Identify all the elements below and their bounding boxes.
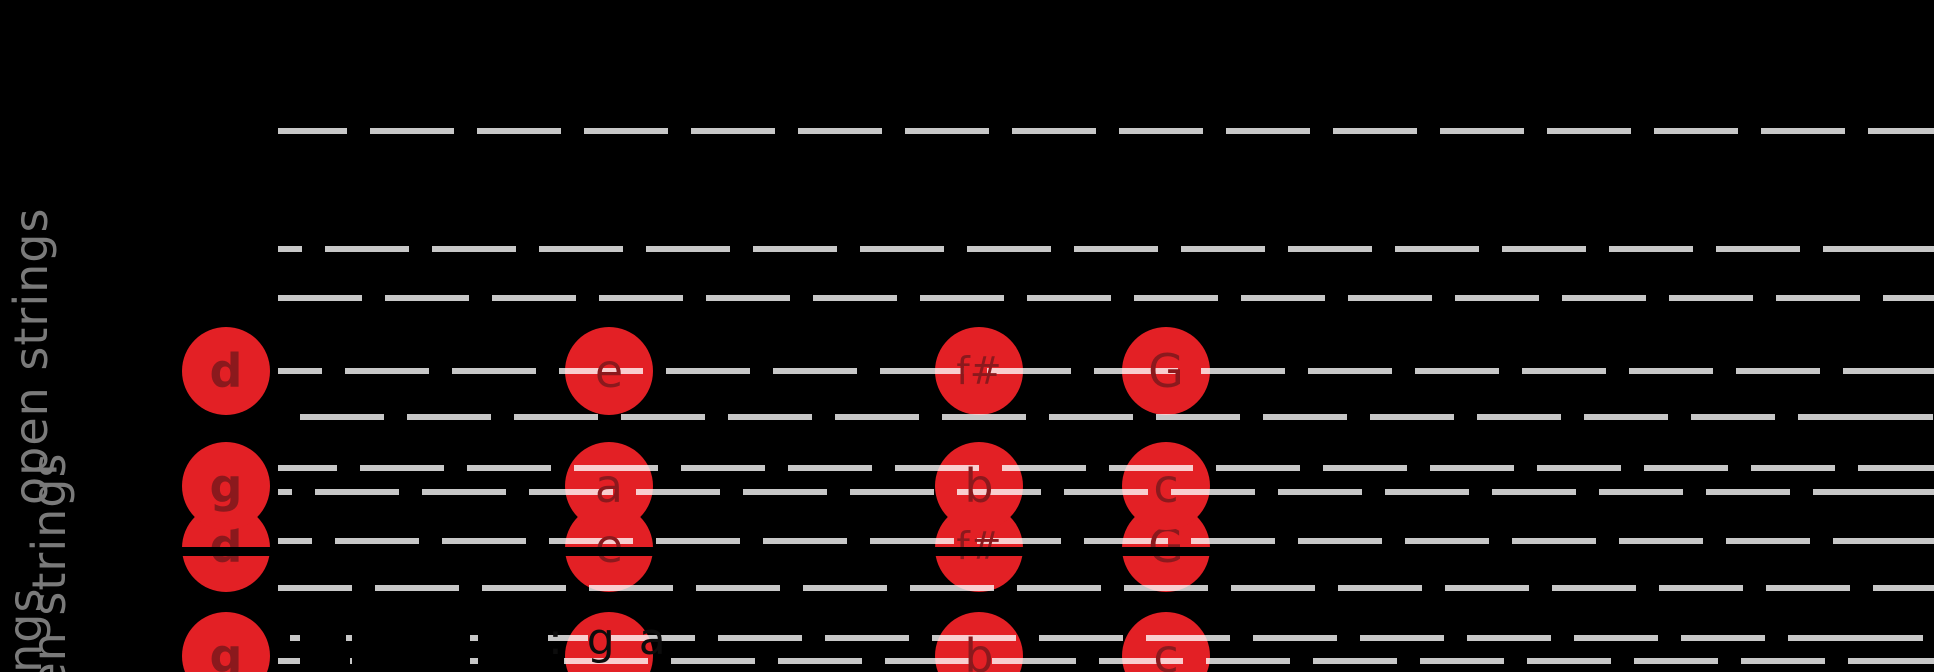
string-line bbox=[278, 295, 1934, 301]
note-letter: e bbox=[594, 344, 624, 398]
note-letter: b bbox=[964, 459, 994, 513]
string-line bbox=[278, 538, 1934, 544]
note-letter: c bbox=[1153, 629, 1179, 672]
note-circle bbox=[565, 442, 653, 530]
string-line bbox=[278, 635, 1934, 641]
note-letter: f# bbox=[956, 524, 1002, 568]
caption-text: : g a bbox=[548, 614, 671, 665]
string-line bbox=[278, 658, 1934, 664]
caption-cropped-text-blob bbox=[300, 626, 346, 666]
string-line bbox=[278, 368, 1934, 374]
note-letter: a bbox=[594, 459, 624, 513]
note-letter: d bbox=[209, 344, 243, 398]
note-letter: b bbox=[964, 629, 994, 672]
note-circle bbox=[935, 442, 1023, 530]
caption-cropped-text-blob bbox=[478, 626, 548, 666]
string-line bbox=[278, 465, 1934, 471]
string-line bbox=[278, 414, 1934, 420]
note-letter: g bbox=[209, 459, 243, 513]
string-line bbox=[278, 128, 1934, 134]
note-letter: c bbox=[1153, 459, 1179, 513]
black-stripe-artifact bbox=[168, 547, 1230, 556]
note-circle bbox=[182, 327, 270, 415]
note-circle bbox=[1122, 442, 1210, 530]
string-line bbox=[278, 246, 1934, 252]
note-letter: e bbox=[594, 519, 624, 573]
note-letter: d bbox=[209, 519, 243, 573]
note-letter: g bbox=[209, 629, 243, 672]
note-letter: G bbox=[1148, 519, 1184, 573]
string-line bbox=[278, 489, 1934, 495]
note-letter: f# bbox=[956, 349, 1002, 393]
string-line bbox=[278, 585, 1934, 591]
caption-cropped-text-blob bbox=[352, 626, 470, 666]
open-strings-label: open strings bbox=[0, 555, 52, 672]
note-circle bbox=[182, 442, 270, 530]
note-letter: G bbox=[1148, 344, 1184, 398]
